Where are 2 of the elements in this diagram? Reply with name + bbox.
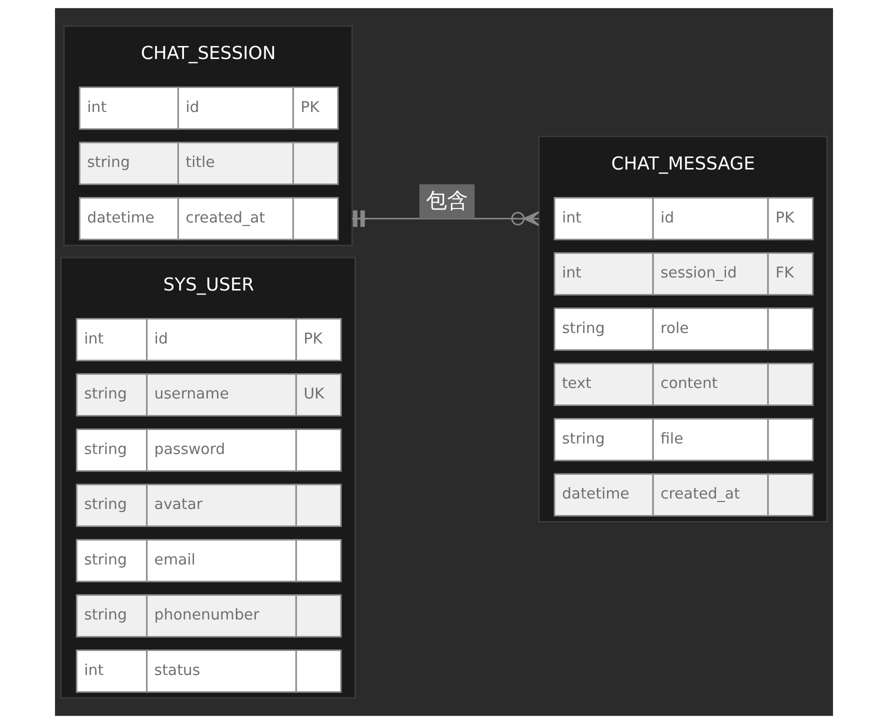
connector (352, 210, 540, 227)
edge-label: 包含 (426, 188, 468, 213)
